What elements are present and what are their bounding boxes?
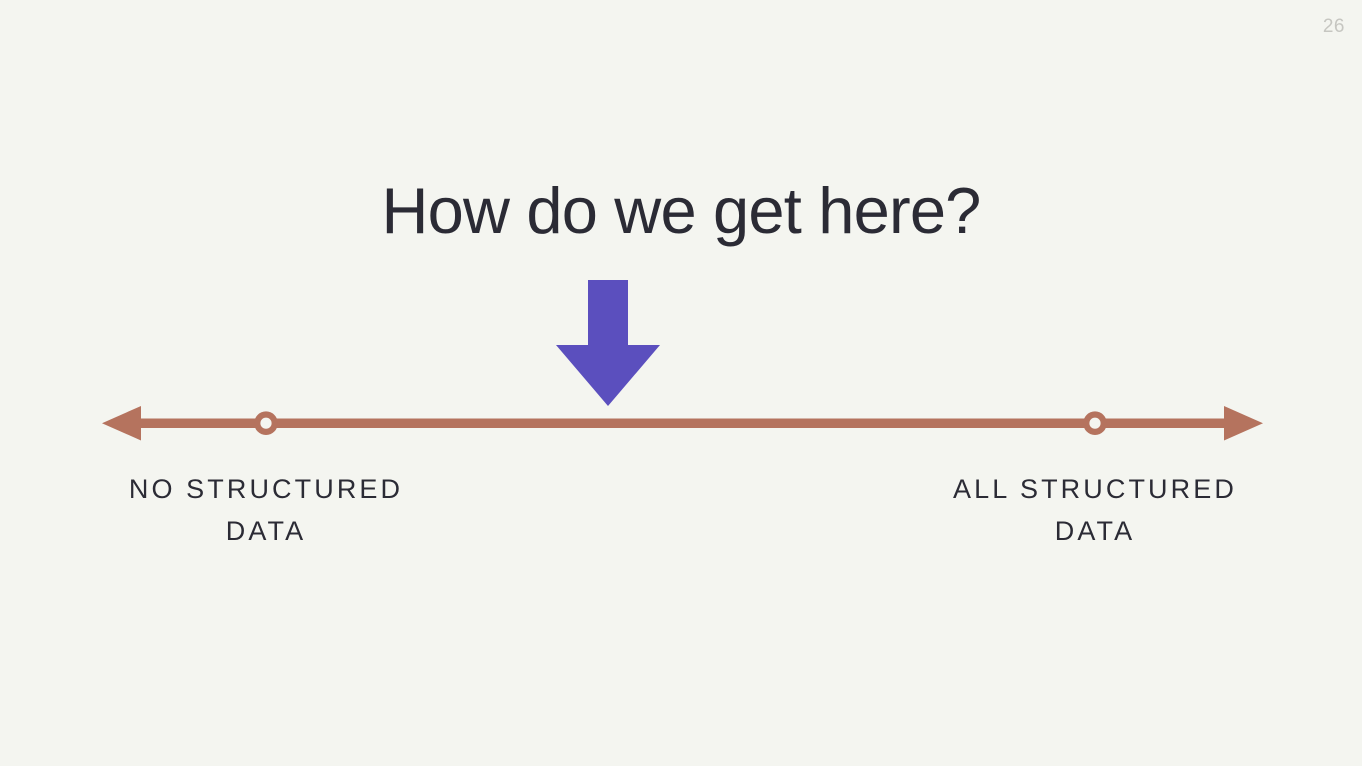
down-arrow-icon [556,280,664,408]
axis-label-left-line1: NO STRUCTURED [128,474,404,504]
spectrum-axis [95,398,1270,450]
axis-line [129,418,1237,428]
spectrum-axis-graphic [102,406,1263,441]
marker-no-structured-data-hole [260,417,272,429]
left-arrowhead-icon [102,406,141,441]
page-number: 26 [1322,16,1345,37]
down-arrow-polygon [556,280,660,406]
axis-label-right-line2: DATA [1054,516,1136,547]
axis-label-left: NO STRUCTURED DATA [16,468,516,552]
axis-label-left-line2: DATA [225,516,307,547]
axis-label-right-line1: ALL STRUCTURED [953,474,1237,504]
down-arrow-shape [556,280,660,406]
marker-all-structured-data-hole [1089,417,1101,429]
axis-label-right: ALL STRUCTURED DATA [845,468,1345,552]
right-arrowhead-icon [1224,406,1263,441]
page-title: How do we get here? [381,174,981,247]
